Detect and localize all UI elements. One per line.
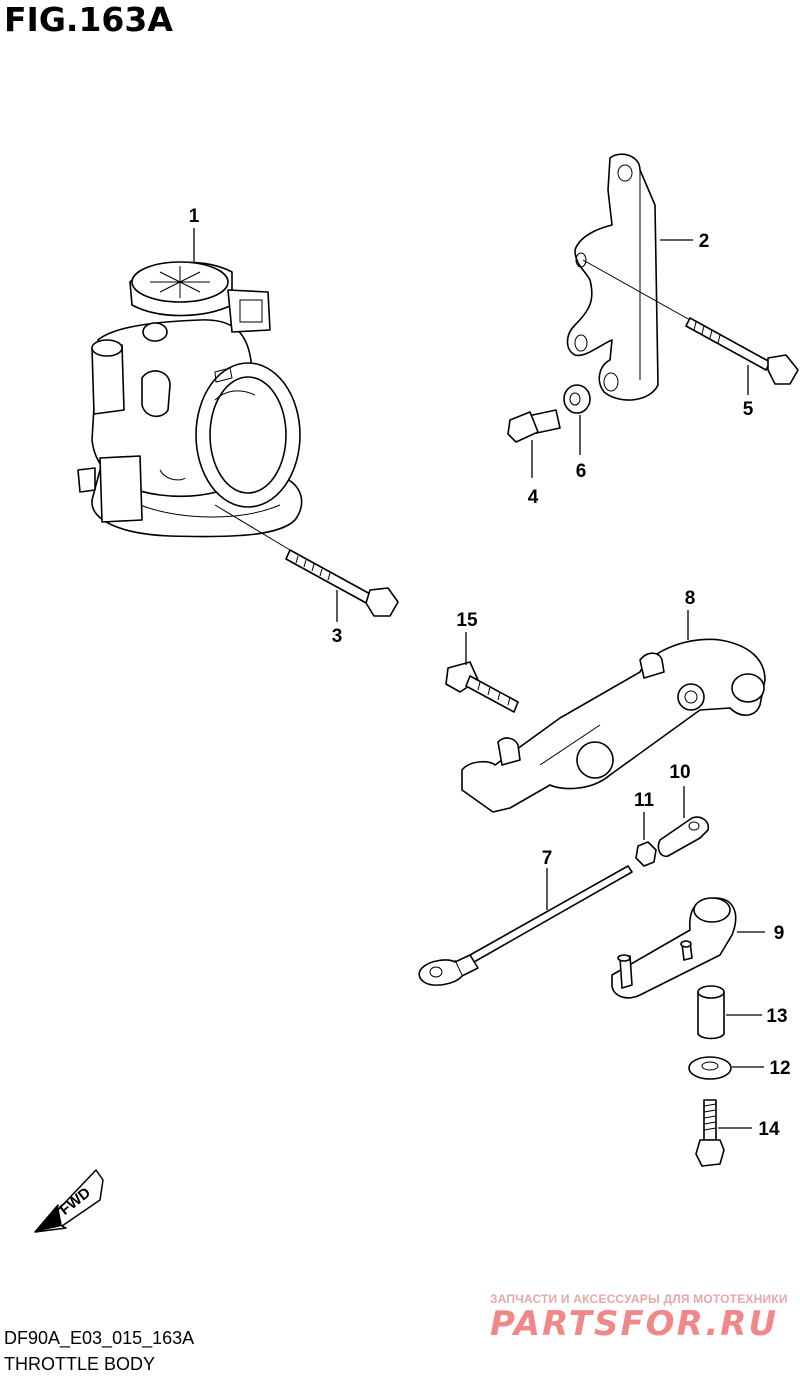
figure-code: DF90A_E03_015_163A: [4, 1328, 195, 1348]
callout-1: 1: [189, 206, 200, 227]
nut-11-part[interactable]: [635, 841, 657, 867]
bolt-5-part[interactable]: [685, 317, 799, 385]
bolt-3-part[interactable]: [285, 549, 399, 617]
rod-7-part[interactable]: [418, 865, 633, 986]
fwd-arrow-icon: FWD: [34, 1169, 104, 1233]
throttle-body-part[interactable]: [77, 261, 303, 538]
callout-2: 2: [699, 231, 710, 252]
callout-10: 10: [669, 762, 690, 783]
callout-5: 5: [743, 399, 754, 420]
figure-name: THROTTLE BODY: [4, 1354, 156, 1374]
washer-12-part[interactable]: [688, 1056, 732, 1080]
bolt-14-part[interactable]: [695, 1099, 725, 1167]
washer-6-part[interactable]: [563, 384, 591, 414]
callout-14: 14: [758, 1119, 780, 1140]
callout-4: 4: [528, 487, 539, 508]
watermark-logo: PARTSFOR.RU: [490, 1304, 779, 1344]
lever-arm-part[interactable]: [461, 638, 766, 813]
callout-7: 7: [542, 848, 553, 869]
collar-13-part[interactable]: [697, 985, 725, 1040]
callout-15: 15: [456, 610, 478, 631]
callout-13: 13: [766, 1006, 787, 1027]
watermark-tagline: ЗАПЧАСТИ И АКСЕССУАРЫ ДЛЯ МОТОТЕХНИКИ: [490, 1292, 788, 1306]
rod-end-10-part[interactable]: [657, 816, 710, 858]
figure-title: FIG.163A: [4, 0, 173, 39]
bolt-15-part[interactable]: [445, 661, 519, 713]
callout-8: 8: [685, 588, 696, 609]
callout-6: 6: [576, 461, 587, 482]
callout-3: 3: [332, 626, 343, 647]
bolt-4-part[interactable]: [507, 409, 561, 443]
callout-11: 11: [634, 790, 655, 811]
callout-12: 12: [769, 1058, 790, 1079]
lever-9-part[interactable]: [611, 897, 737, 999]
callout-9: 9: [774, 923, 785, 944]
